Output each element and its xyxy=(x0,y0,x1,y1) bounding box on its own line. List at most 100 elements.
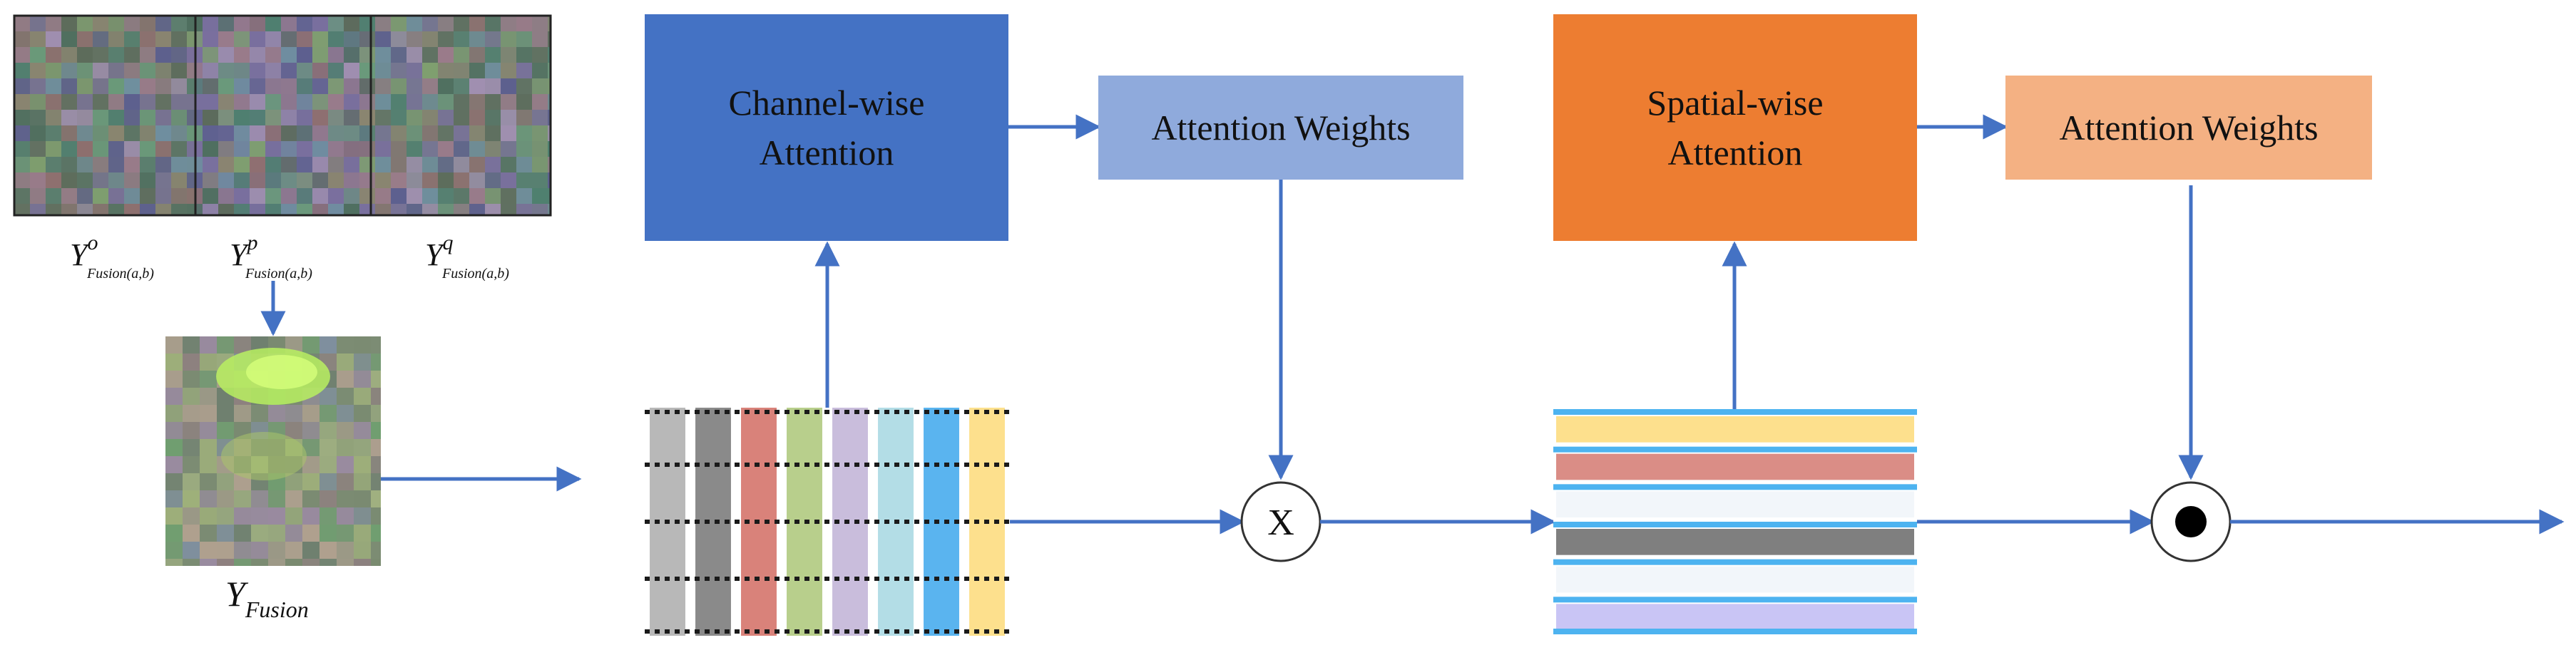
channel-dot xyxy=(934,577,939,581)
channel-dot xyxy=(864,463,869,467)
channel-dot xyxy=(844,410,849,414)
channel-dot xyxy=(775,577,780,581)
channel-dot xyxy=(984,577,989,581)
channel-weights-box xyxy=(1098,76,1463,180)
channel-dot xyxy=(1004,577,1009,581)
channel-dot xyxy=(884,629,889,634)
channel-dot xyxy=(675,629,680,634)
channel-dot xyxy=(834,577,839,581)
channel-dot xyxy=(914,577,919,581)
channel-dot xyxy=(894,463,899,467)
channel-dot xyxy=(695,629,700,634)
spatial-stripe xyxy=(1556,416,1914,443)
channel-dot xyxy=(984,463,989,467)
spatial-separator xyxy=(1553,629,1917,634)
channel-dot xyxy=(814,463,819,467)
channel-dot xyxy=(974,463,979,467)
channel-dot xyxy=(655,577,660,581)
channel-dot xyxy=(804,629,809,634)
channel-dot xyxy=(904,629,909,634)
channel-dot xyxy=(934,410,939,414)
channel-dot xyxy=(735,629,740,634)
channel-dot xyxy=(874,520,879,524)
channel-dot xyxy=(685,410,690,414)
channel-dot xyxy=(864,577,869,581)
channel-dot xyxy=(1004,463,1009,467)
spatial-stripe xyxy=(1556,604,1914,630)
channel-dot xyxy=(824,629,829,634)
channel-dot xyxy=(655,629,660,634)
channel-dot xyxy=(984,629,989,634)
channel-dot xyxy=(844,463,849,467)
channel-dot xyxy=(994,463,999,467)
channel-dot xyxy=(645,577,650,581)
channel-dot xyxy=(695,520,700,524)
channel-dot xyxy=(725,520,730,524)
channel-dot xyxy=(665,520,670,524)
channel-dot xyxy=(864,520,869,524)
channel-dot xyxy=(994,629,999,634)
channel-dot xyxy=(765,577,770,581)
spatial-separator xyxy=(1553,522,1917,527)
channel-dot xyxy=(725,463,730,467)
channel-dot xyxy=(844,629,849,634)
channel-dot xyxy=(834,520,839,524)
channel-dot xyxy=(984,520,989,524)
channel-dot xyxy=(735,463,740,467)
channel-dot xyxy=(864,410,869,414)
channel-dot xyxy=(824,410,829,414)
channel-dot xyxy=(765,520,770,524)
channel-dot xyxy=(645,520,650,524)
channel-dot xyxy=(914,629,919,634)
channel-dot xyxy=(944,520,949,524)
channel-dot xyxy=(655,463,660,467)
channel-dot xyxy=(745,629,750,634)
channel-dot xyxy=(735,520,740,524)
channel-dot xyxy=(974,577,979,581)
channel-dot xyxy=(794,463,799,467)
channel-dot xyxy=(755,463,760,467)
channel-dot xyxy=(964,577,969,581)
channel-dot xyxy=(755,629,760,634)
spatial-separator xyxy=(1553,559,1917,565)
channel-dot xyxy=(775,410,780,414)
elementwise-dot xyxy=(2175,506,2207,537)
channel-dot xyxy=(665,410,670,414)
channel-dot xyxy=(994,410,999,414)
channel-dot xyxy=(954,463,959,467)
spatial-weights-label: Attention Weights xyxy=(2059,108,2319,148)
channel-dot xyxy=(784,629,789,634)
spatial-separator xyxy=(1553,597,1917,603)
label-y-fusion: YFusion xyxy=(225,574,309,622)
spatial-feature-block xyxy=(1553,409,1917,634)
fused-feature-map xyxy=(165,336,381,566)
channel-feature-block xyxy=(645,408,1009,636)
channel-dot xyxy=(685,520,690,524)
spatial-stripe xyxy=(1556,491,1914,517)
channel-dot xyxy=(745,463,750,467)
channel-dot xyxy=(645,463,650,467)
spatial-attention-box xyxy=(1553,14,1917,241)
channel-dot xyxy=(834,463,839,467)
channel-dot xyxy=(695,577,700,581)
channel-dot xyxy=(745,577,750,581)
channel-dot xyxy=(695,463,700,467)
channel-dot xyxy=(874,463,879,467)
channel-dot xyxy=(705,410,710,414)
channel-dot xyxy=(844,577,849,581)
spatial-separator xyxy=(1553,484,1917,490)
channel-dot xyxy=(1004,520,1009,524)
channel-dot xyxy=(725,577,730,581)
channel-dot xyxy=(824,463,829,467)
channel-dot xyxy=(655,520,660,524)
channel-dot xyxy=(904,463,909,467)
channel-dot xyxy=(944,410,949,414)
channel-weights-label: Attention Weights xyxy=(1151,108,1411,148)
channel-dot xyxy=(834,410,839,414)
channel-dot xyxy=(984,410,989,414)
channel-dot xyxy=(974,629,979,634)
channel-dot xyxy=(974,520,979,524)
channel-dot xyxy=(884,577,889,581)
